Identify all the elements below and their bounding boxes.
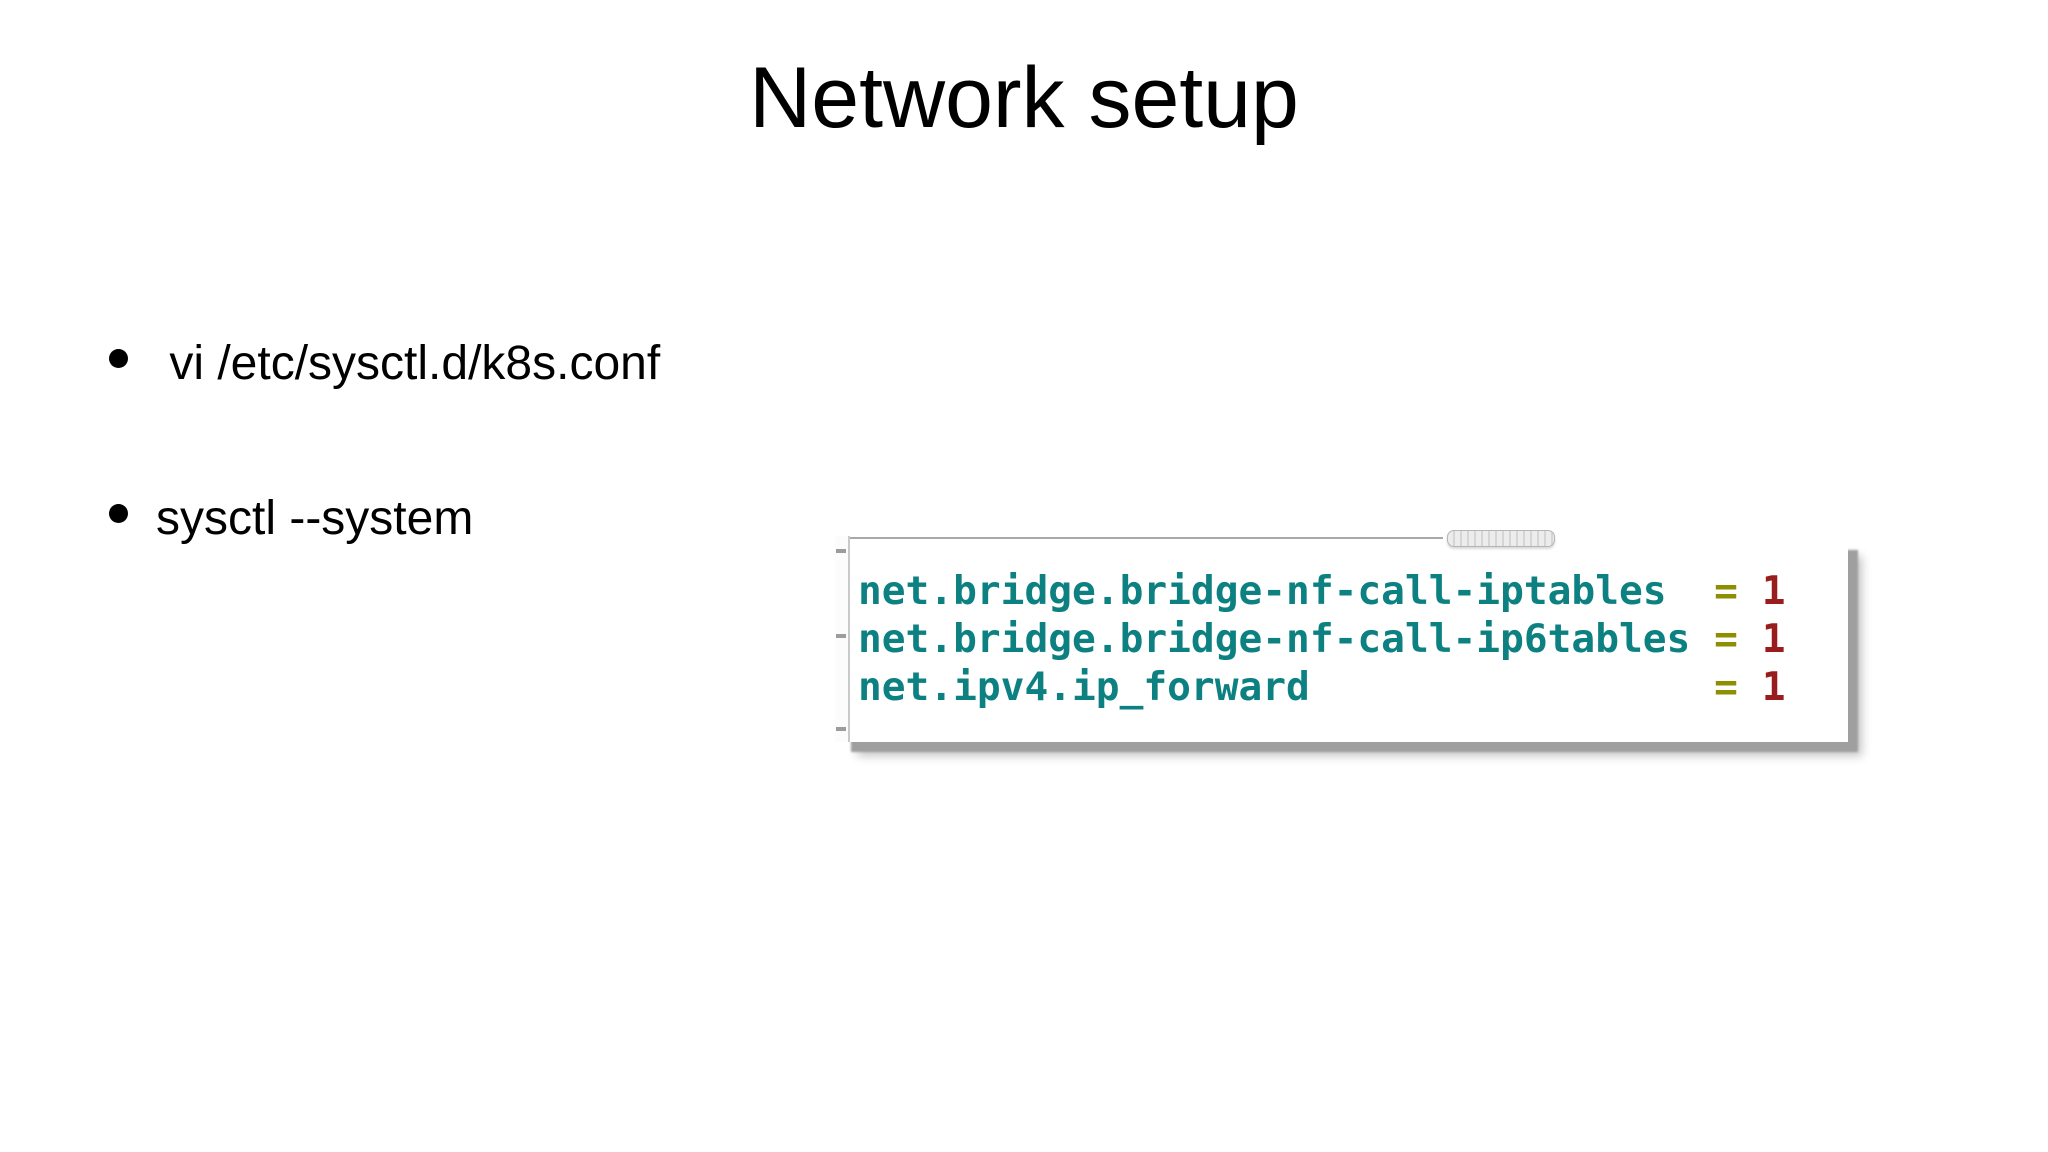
config-key: net.bridge.bridge-nf-call-ip6tables: [858, 616, 1691, 662]
bullet-text-vi-sysctl-conf: vi /etc/sysctl.d/k8s.conf: [156, 337, 661, 390]
config-line: net.bridge.bridge-nf-call-iptables = 1 n…: [858, 568, 1785, 710]
config-value: 1: [1761, 664, 1786, 710]
scrollbar-grip-icon: [1447, 530, 1555, 547]
window-edge-line: [835, 537, 1443, 539]
config-pad: [1310, 664, 1714, 710]
equals-operator: =: [1714, 664, 1738, 710]
config-key: net.ipv4.ip_forward: [858, 664, 1310, 710]
list-item: sysctl --system: [109, 492, 473, 546]
gutter-tick-icon: [836, 634, 846, 638]
gutter-tick-icon: [836, 727, 846, 731]
bullet-icon: [109, 348, 128, 368]
code-screenshot: net.bridge.bridge-nf-call-iptables = 1 n…: [835, 530, 1848, 742]
equals-operator: =: [1714, 568, 1738, 614]
editor-gutter: [835, 536, 850, 742]
config-value: 1: [1761, 616, 1786, 662]
config-pad: [1667, 568, 1715, 614]
page-title: Network setup: [749, 50, 1299, 146]
bullet-icon: [109, 503, 128, 523]
config-sep: [1738, 568, 1762, 614]
gutter-tick-icon: [836, 549, 846, 553]
config-sep: [1738, 664, 1762, 710]
config-key: net.bridge.bridge-nf-call-iptables: [858, 568, 1667, 614]
config-sep: [1738, 616, 1762, 662]
list-item: vi /etc/sysctl.d/k8s.conf: [109, 337, 660, 391]
equals-operator: =: [1714, 616, 1738, 662]
config-line: net.ipv4.ip_forward = 1: [858, 664, 1785, 710]
sysctl-config-text: net.bridge.bridge-nf-call-iptables = 1 n…: [835, 534, 1785, 711]
config-line: net.bridge.bridge-nf-call-ip6tables = 1: [858, 616, 1785, 662]
config-pad: [1690, 616, 1714, 662]
bullet-text-sysctl-system: sysctl --system: [156, 492, 474, 545]
config-value: 1: [1761, 568, 1786, 614]
